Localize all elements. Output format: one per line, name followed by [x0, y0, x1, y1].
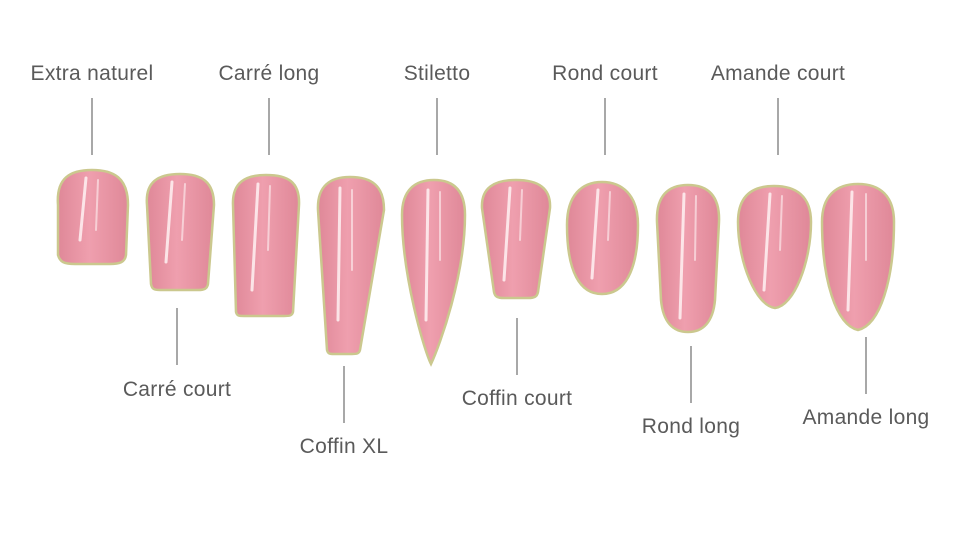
- nail-highlight: [846, 190, 854, 312]
- nail-highlight: [336, 186, 342, 322]
- label-amande-court: Amande court: [710, 62, 846, 85]
- nail-coffin-xl: [316, 175, 386, 356]
- nail-highlight: [590, 188, 600, 280]
- nail-amande-long: [820, 182, 896, 332]
- nail-shape: [316, 175, 386, 356]
- label-carre-long: Carré long: [218, 62, 320, 85]
- nail-highlight: [267, 185, 271, 251]
- label-rond-long: Rond long: [641, 415, 741, 438]
- nail-rond-long: [655, 183, 721, 334]
- nail-stiletto: [400, 178, 467, 367]
- nail-highlight: [502, 186, 512, 282]
- label-coffin-xl: Coffin XL: [299, 435, 389, 458]
- nail-amande-court: [736, 184, 813, 310]
- nail-highlight: [250, 182, 260, 292]
- nail-highlight: [78, 176, 88, 242]
- nail-carre-court: [145, 172, 216, 292]
- nail-shape: [565, 180, 640, 296]
- nail-highlight: [424, 188, 430, 322]
- nail-highlight: [678, 192, 686, 320]
- nail-carre-long: [231, 173, 301, 318]
- nail-shape: [480, 178, 552, 300]
- nail-shape: [736, 184, 813, 310]
- label-amande-long: Amande long: [802, 406, 930, 429]
- nail-shape: [400, 178, 467, 367]
- label-carre-court: Carré court: [122, 378, 232, 401]
- label-rond-court: Rond court: [552, 62, 658, 85]
- label-stiletto: Stiletto: [403, 62, 471, 85]
- label-extra-naturel: Extra naturel: [30, 62, 154, 85]
- nail-shape: [655, 183, 721, 334]
- label-coffin-court: Coffin court: [461, 387, 573, 410]
- nail-shape: [145, 172, 216, 292]
- nail-highlight: [519, 189, 523, 241]
- nail-shape: [231, 173, 301, 318]
- nail-highlight: [164, 180, 174, 264]
- nail-highlight: [95, 179, 99, 231]
- nail-rond-court: [565, 180, 640, 296]
- nail-highlight: [694, 195, 697, 261]
- nail-extra-naturel: [56, 168, 130, 266]
- nail-highlight: [607, 191, 611, 241]
- nail-shape: [820, 182, 896, 332]
- nail-highlight: [762, 192, 772, 292]
- nail-highlight: [779, 195, 783, 251]
- nail-shape: [56, 168, 130, 266]
- nail-coffin-court: [480, 178, 552, 300]
- nail-highlight: [181, 183, 186, 241]
